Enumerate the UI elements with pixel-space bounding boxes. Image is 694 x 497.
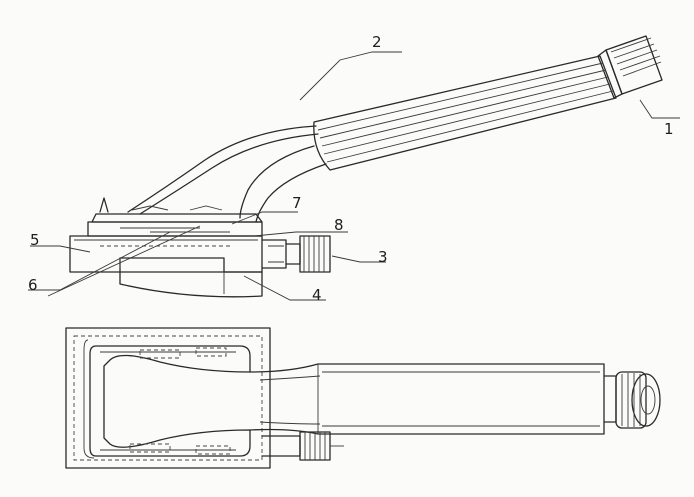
label-7: 7 [292,194,302,212]
label-8: 8 [334,216,344,234]
base-body [69,235,263,273]
foot-pad [119,271,263,298]
label-3: 3 [378,248,388,266]
label-2: 2 [372,33,382,51]
top-inner-shape [89,345,251,457]
top-end-knob [603,371,661,429]
top-view [65,327,661,469]
leader-lines [28,51,680,301]
top-connector [261,431,344,461]
side-connector [261,235,331,273]
label-6: 6 [28,276,38,294]
grip-handle [313,55,617,171]
curved-tube [127,125,327,223]
end-knob [597,35,663,99]
label-5: 5 [30,231,40,249]
label-1: 1 [664,120,674,138]
top-tube-body [249,363,605,435]
label-4: 4 [312,286,322,304]
side-view: 2 1 3 4 5 6 7 8 [28,33,680,304]
base-top-plate [87,197,263,237]
top-base-frame [65,327,271,469]
